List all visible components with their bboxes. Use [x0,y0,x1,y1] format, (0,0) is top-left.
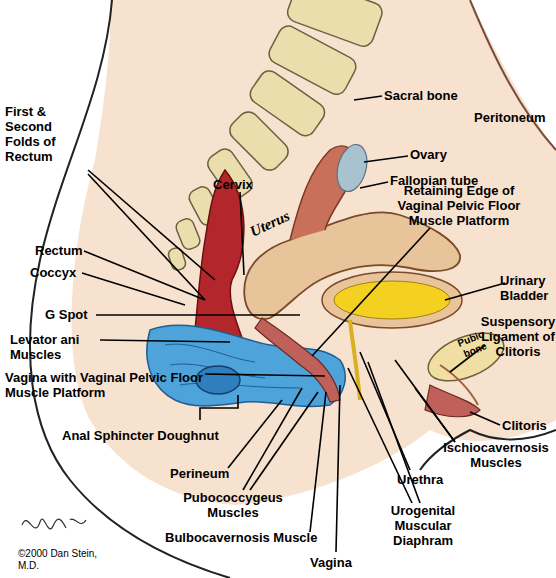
bladder-wall [322,272,462,328]
leader-line [88,170,215,280]
leader-line [395,360,455,442]
part-label: G Spot [45,307,88,322]
part-label: First & Second Folds of Rectum [5,104,87,164]
leader-line [415,388,455,442]
part-label: Bulbocavernosis Muscle [165,530,317,545]
part-label: Perineum [170,466,229,481]
leader-line [96,314,300,316]
leader-line [205,374,325,376]
suspensory-ligament [440,365,478,405]
body-outline-front [420,430,556,470]
copyright-note: ©2000 Dan Stein, M.D. [18,548,98,572]
part-label: Rectum [35,243,83,258]
urethra-tube [350,320,360,400]
part-label: Suspensory Ligament of Clitoris [476,314,556,359]
part-label: Retaining Edge of Vaginal Pelvic Floor M… [384,183,534,228]
part-label: Ischiocavernosis Muscles [436,440,556,470]
part-label: Vagina [310,555,352,570]
part-label: Urinary Bladder [500,273,556,303]
leader-line [82,273,185,305]
part-label: Ovary [410,147,447,162]
coccyx-bone [167,246,187,271]
leader-line [228,400,282,468]
leader-line [240,192,244,275]
part-label: Sacral bone [384,88,458,103]
part-label: Vagina with Vaginal Pelvic Floor Muscle … [5,370,220,400]
leader-line [243,388,302,490]
leader-line [354,96,382,100]
part-label: Anal Sphincter Doughnut [62,428,219,443]
part-label: Levator ani Muscles [10,332,100,362]
part-label: Pubococcygeus Muscles [178,490,288,520]
part-label: Clitoris [502,418,547,433]
signature-mark [22,519,86,529]
coccyx-bone [174,217,202,252]
leader-lines [82,96,505,552]
leader-line [445,283,505,300]
part-label: Cervix [213,177,253,192]
leader-line [336,385,340,552]
part-label: Urogenital Muscular Diaphram [368,503,478,548]
vagina-canal [255,318,340,402]
leader-line [364,156,408,162]
leader-line [310,392,326,532]
part-label: Peritoneum [474,110,546,125]
leader-line [312,228,430,356]
part-label: Coccyx [30,265,76,280]
leader-bracket [200,395,238,420]
leader-line [470,412,500,425]
peritoneum-line [470,0,556,150]
part-label: Urethra [397,472,443,487]
leader-line [250,392,318,490]
leader-line [100,340,230,342]
leader-line [360,182,388,188]
